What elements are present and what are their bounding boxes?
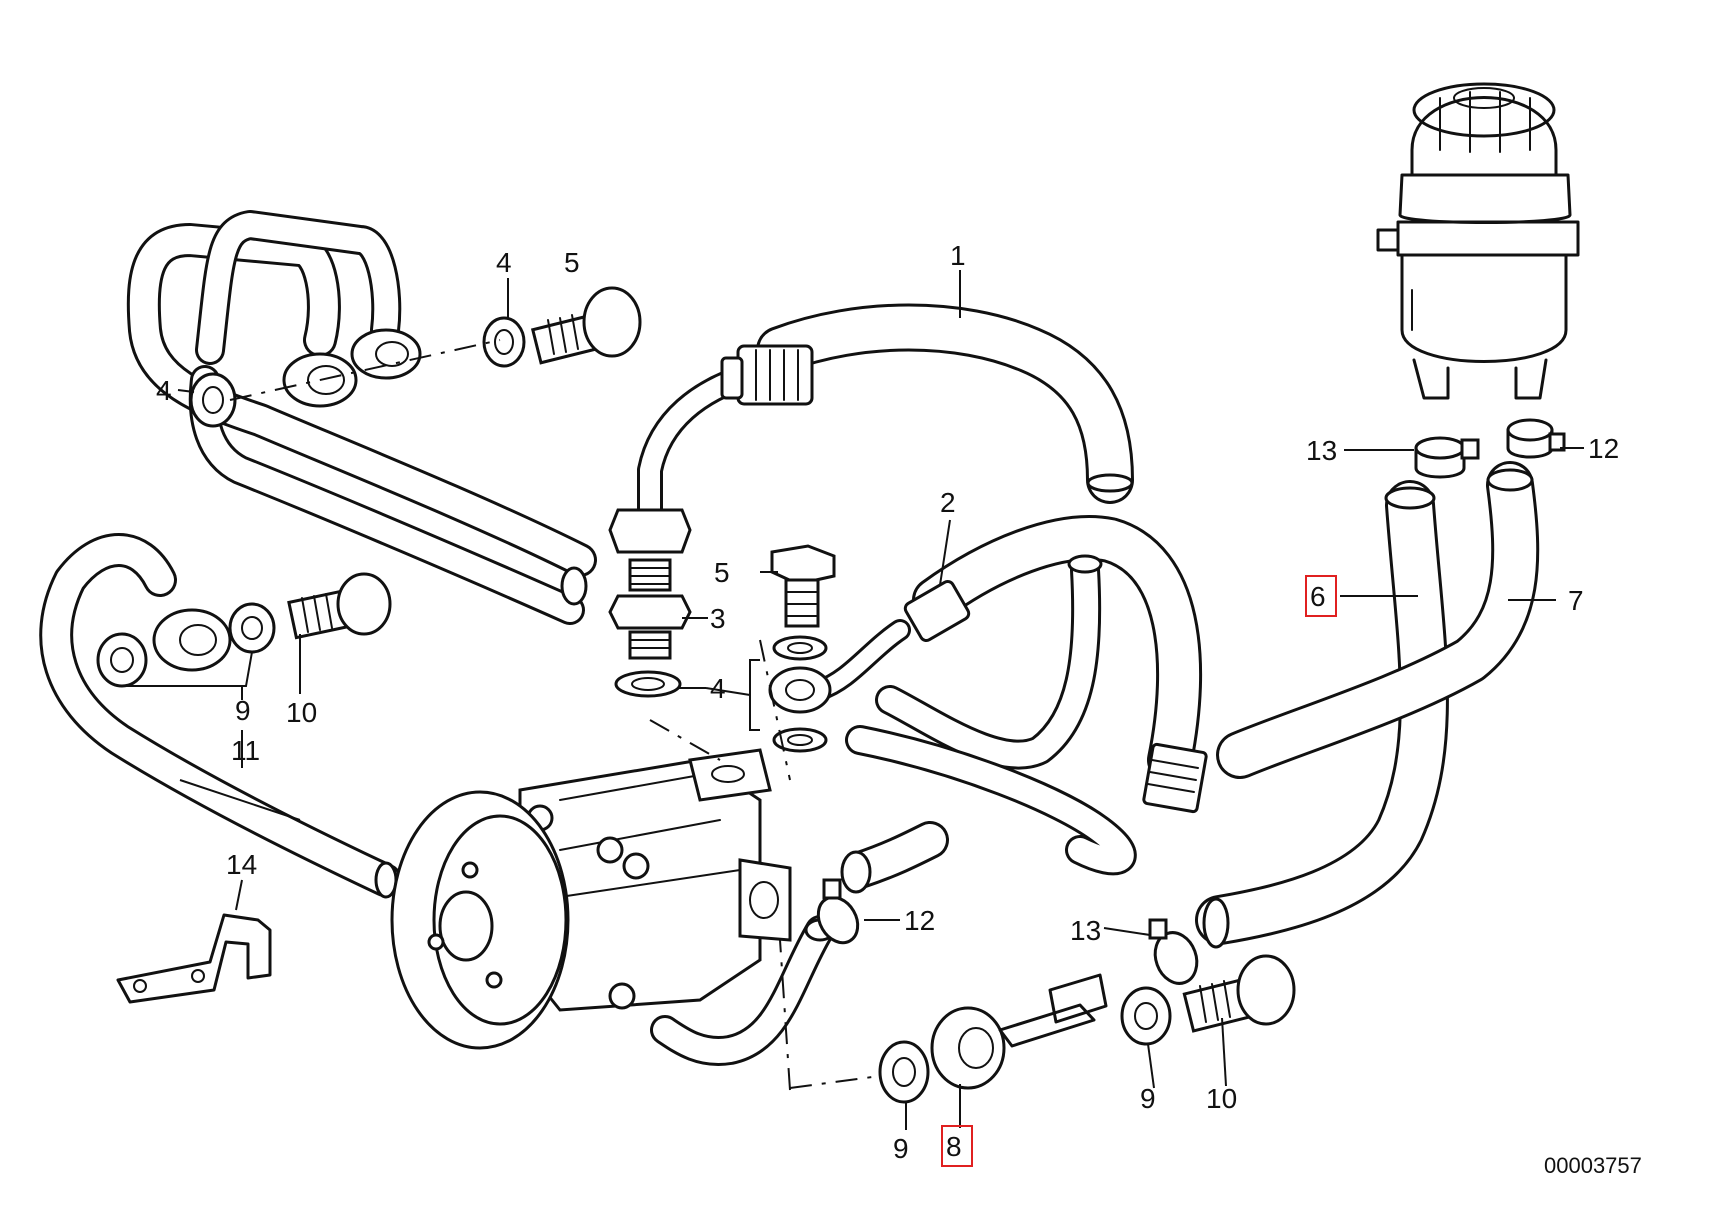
callout-9-lower-right: 9 bbox=[1140, 1083, 1156, 1114]
hose-clamp-upper-left bbox=[1414, 436, 1480, 479]
hose-end-lower bbox=[840, 821, 949, 894]
callout-4-left: 4 bbox=[156, 375, 172, 406]
callout-5-upper: 5 bbox=[564, 247, 580, 278]
callout-4-upper: 4 bbox=[496, 247, 512, 278]
sealing-washer-center-lower bbox=[772, 727, 828, 753]
callout-8: 8 bbox=[946, 1131, 962, 1162]
leader-lines bbox=[123, 270, 1584, 1130]
callout-3: 3 bbox=[710, 603, 726, 634]
mounting-bracket-14 bbox=[116, 913, 272, 1004]
sealing-washer-upper-left bbox=[189, 372, 237, 428]
callout-10-left: 10 bbox=[286, 697, 317, 728]
hose-2 bbox=[809, 515, 1208, 814]
callout-8-highlight-box bbox=[941, 1125, 973, 1167]
hose-7 bbox=[1216, 461, 1540, 779]
callout-labels: 1 2 3 4 4 4 5 5 6 7 8 9 9 9 10 10 11 12 … bbox=[156, 240, 1619, 1167]
callout-2: 2 bbox=[940, 487, 956, 518]
banjo-eye-left bbox=[152, 608, 232, 672]
assembly-axis-upper bbox=[229, 339, 501, 401]
return-line-tube bbox=[875, 554, 1103, 770]
banjo-bolt-10-left bbox=[287, 572, 392, 640]
suction-hose-lower bbox=[650, 915, 836, 1066]
fluid-reservoir bbox=[1376, 82, 1580, 400]
callout-11: 11 bbox=[231, 735, 260, 766]
sealing-washer-center-upper bbox=[772, 635, 828, 661]
hose-6 bbox=[1195, 480, 1449, 949]
hose-clamp-upper-right bbox=[1506, 418, 1566, 459]
sealing-washer-lower-b bbox=[1120, 986, 1172, 1046]
hose-clamp-13-lower bbox=[1148, 918, 1199, 985]
callout-9-left: 9 bbox=[235, 695, 251, 726]
callout-4-center: 4 bbox=[710, 673, 726, 704]
hose-clamp-12-lower bbox=[816, 878, 860, 945]
callout-13-upper: 13 bbox=[1306, 435, 1337, 466]
banjo-eye-upper-b bbox=[350, 328, 422, 380]
sealing-washer-left-b bbox=[228, 602, 276, 654]
callout-7: 7 bbox=[1568, 585, 1584, 616]
assembly-axes bbox=[649, 639, 791, 1091]
callout-5-center: 5 bbox=[714, 557, 730, 588]
assembly-axis-lower bbox=[789, 1075, 881, 1089]
banjo-pipe-8 bbox=[930, 973, 1108, 1090]
banjo-bolt-5-center bbox=[770, 544, 836, 628]
banjo-bolt-5-upper bbox=[530, 286, 642, 365]
callout-13-lower: 13 bbox=[1070, 915, 1101, 946]
high-pressure-hose-1 bbox=[637, 303, 1134, 523]
upper-left-pipe-assembly bbox=[126, 210, 597, 625]
return-line-11 bbox=[39, 533, 402, 899]
callout-6: 6 bbox=[1310, 581, 1326, 612]
callout-12-lower: 12 bbox=[904, 905, 935, 936]
diagram-reference-code: 00003757 bbox=[1544, 1153, 1642, 1178]
sealing-washer-left-a bbox=[96, 632, 148, 688]
callout-1: 1 bbox=[950, 240, 966, 271]
callout-10-lower: 10 bbox=[1206, 1083, 1237, 1114]
banjo-eye-center bbox=[768, 666, 832, 714]
callout-9-lower-left: 9 bbox=[893, 1133, 909, 1164]
banjo-bolt-10-lower bbox=[1182, 954, 1296, 1033]
power-steering-pump bbox=[390, 748, 792, 1050]
sealing-washer-upper-right bbox=[482, 316, 526, 368]
callout-6-highlight-box bbox=[1305, 575, 1337, 617]
callout-12-upper: 12 bbox=[1588, 433, 1619, 464]
sealing-washer-lower-a bbox=[878, 1040, 930, 1104]
callout-14: 14 bbox=[226, 849, 257, 880]
lower-return-tube bbox=[845, 725, 1137, 876]
union-fitting-3 bbox=[608, 508, 692, 698]
